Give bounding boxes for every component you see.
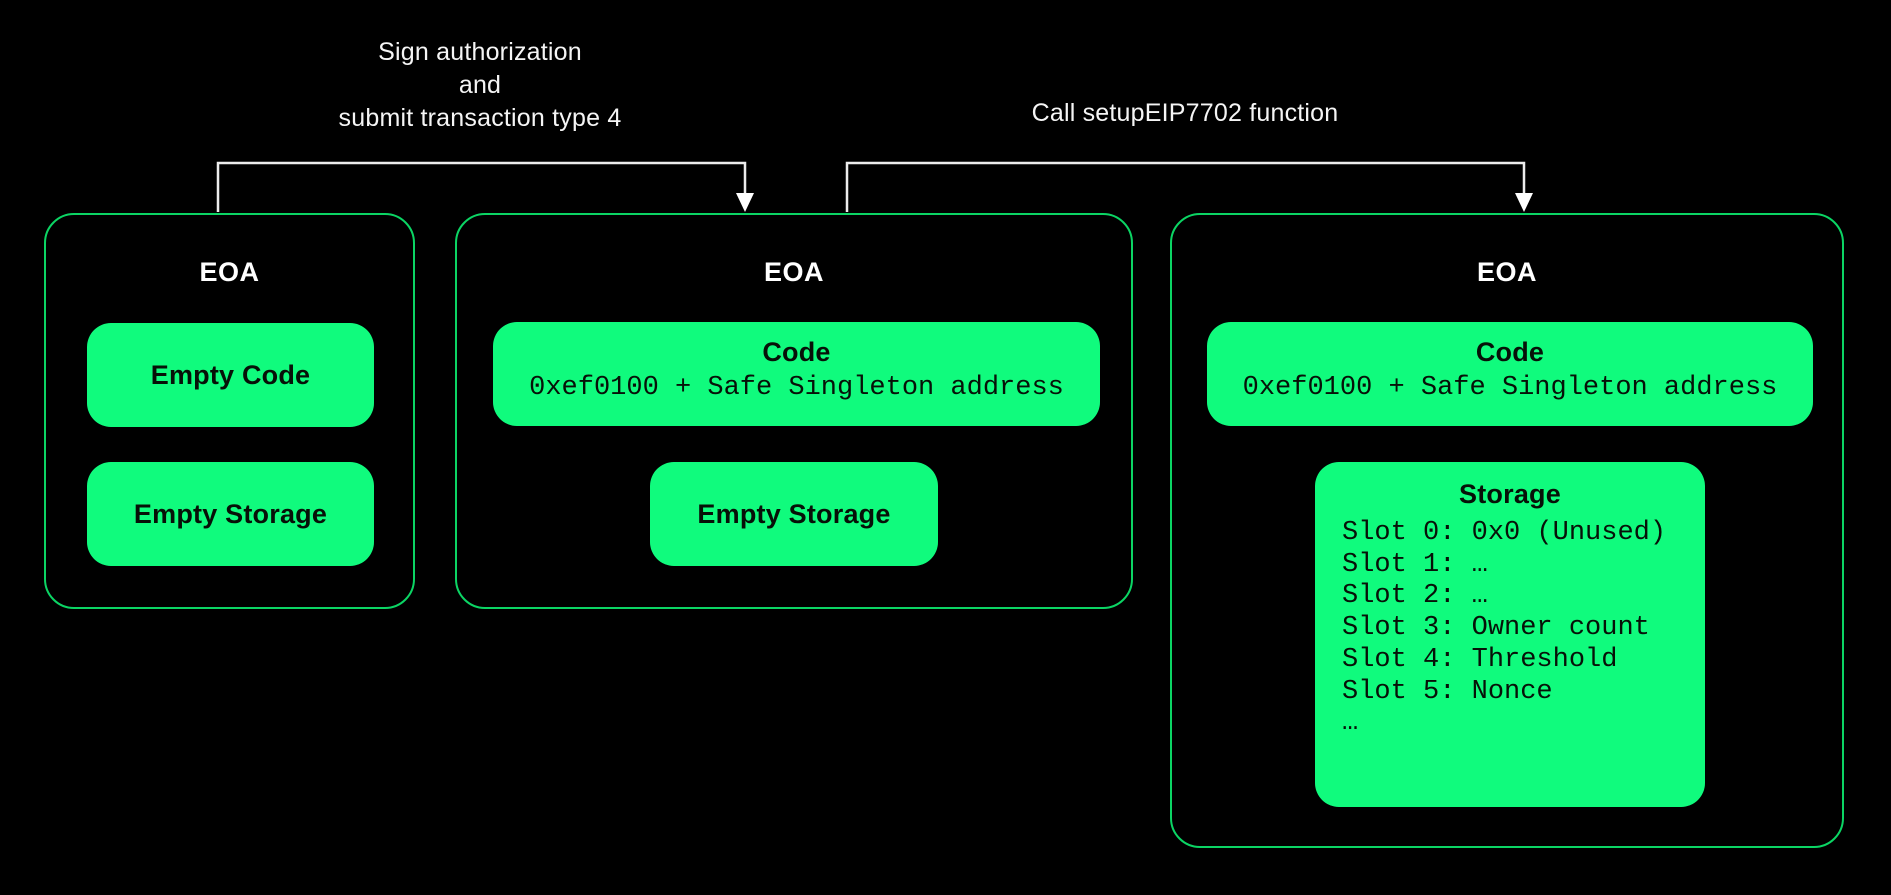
card-title: EOA: [763, 257, 824, 287]
empty-storage-chip: Empty Storage: [650, 462, 938, 566]
storage-slot-line: Slot 4: Threshold: [1342, 644, 1618, 675]
connector-label-line: Sign authorization: [378, 38, 582, 66]
chip-label: Empty Storage: [697, 498, 891, 529]
eoa-card-setup-complete: EOA Code 0xef0100 + Safe Singleton addre…: [1170, 213, 1844, 848]
storage-slot-line: …: [1342, 708, 1359, 739]
storage-slot-line: Slot 2: …: [1342, 581, 1488, 612]
card-title: EOA: [1476, 257, 1537, 287]
connector-line-2: [845, 161, 1526, 212]
connector-label-line: submit transaction type 4: [338, 104, 622, 132]
connector-label-line: and: [458, 71, 502, 99]
connector-label-call-setup: Call setupEIP7702 function: [935, 97, 1435, 130]
chip-label: Empty Code: [150, 359, 311, 390]
storage-slot-line: Slot 5: Nonce: [1342, 676, 1553, 707]
arrowhead-down-icon: [1515, 193, 1533, 212]
code-chip-subtitle: 0xef0100 + Safe Singleton address: [1242, 373, 1778, 403]
storage-chip-title: Storage: [1459, 479, 1561, 509]
connector-label-line: Call setupEIP7702 function: [1031, 99, 1339, 127]
code-chip: Code 0xef0100 + Safe Singleton address: [1207, 322, 1813, 426]
storage-slot-line: Slot 1: …: [1342, 549, 1488, 580]
eoa-card-initial: EOA Empty Code Empty Storage: [44, 213, 415, 609]
arrowhead-down-icon: [736, 193, 754, 212]
code-chip: Code 0xef0100 + Safe Singleton address: [493, 322, 1100, 426]
empty-code-chip: Empty Code: [87, 323, 374, 427]
code-chip-title: Code: [762, 337, 831, 367]
connector-label-sign-authorization: Sign authorization and submit transactio…: [230, 36, 730, 135]
code-chip-title: Code: [1475, 337, 1545, 367]
storage-slot-list: Slot 0: 0x0 (Unused) Slot 1: … Slot 2: ……: [1315, 518, 1705, 740]
eoa-card-delegated: EOA Code 0xef0100 + Safe Singleton addre…: [455, 213, 1133, 609]
connector-line-1: [216, 161, 747, 212]
code-chip-subtitle: 0xef0100 + Safe Singleton address: [529, 373, 1064, 403]
storage-slot-line: Slot 3: Owner count: [1342, 613, 1650, 644]
storage-slot-line: Slot 0: 0x0 (Unused): [1342, 518, 1667, 548]
card-title: EOA: [199, 257, 260, 287]
empty-storage-chip: Empty Storage: [87, 462, 374, 566]
chip-label: Empty Storage: [133, 498, 328, 529]
storage-chip: Storage Slot 0: 0x0 (Unused) Slot 1: … S…: [1315, 462, 1705, 807]
